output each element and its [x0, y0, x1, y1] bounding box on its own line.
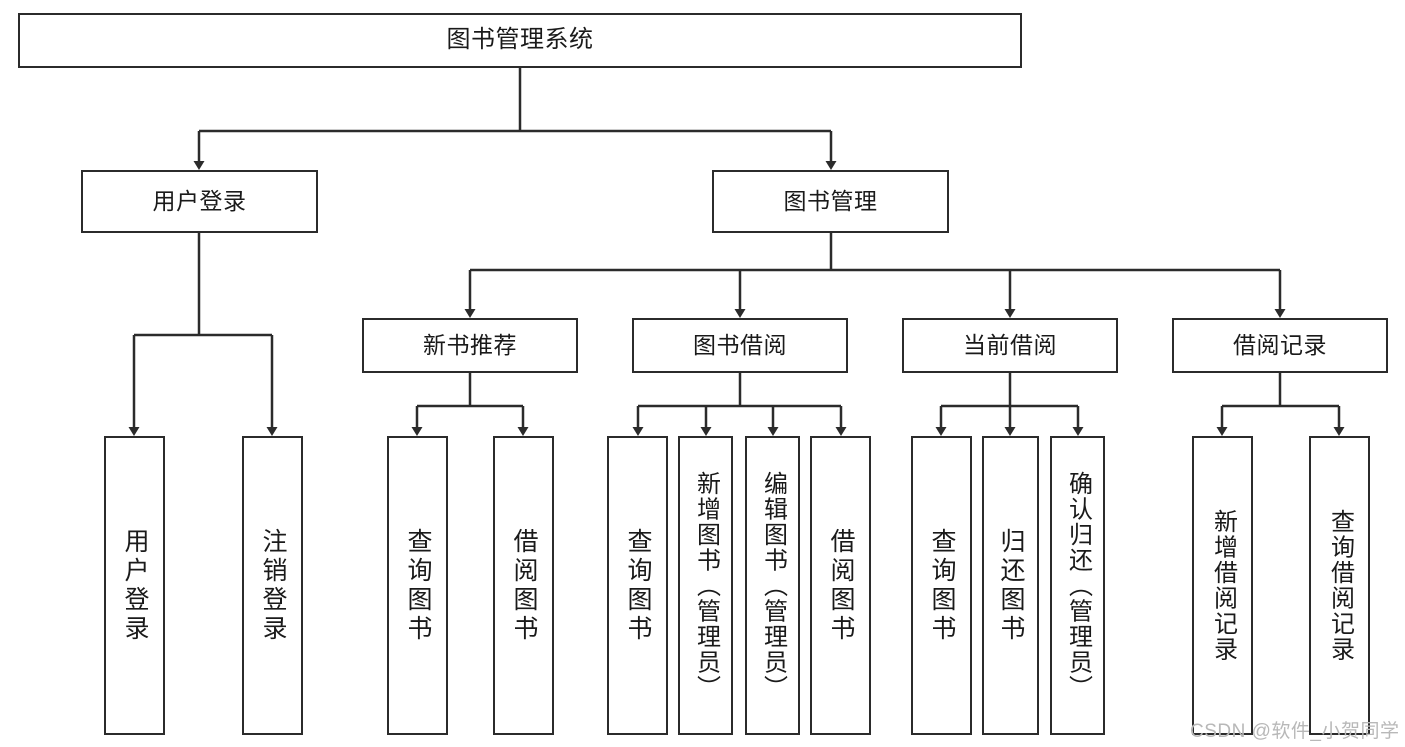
node-borrow-record[interactable]: 借阅记录: [1172, 318, 1388, 373]
node-label: 当前借阅: [963, 331, 1057, 358]
node-label: 用户登录: [152, 187, 247, 214]
node-label: 查询借阅记录: [1326, 509, 1354, 662]
node-label: 图书管理系统: [446, 26, 594, 54]
node-label: 新增借阅记录: [1209, 509, 1237, 662]
leaf-query-book-recommend[interactable]: 查询图书: [387, 436, 448, 735]
leaf-query-book-current[interactable]: 查询图书: [911, 436, 972, 735]
leaf-edit-book-admin[interactable]: 编辑图书（管理员）: [745, 436, 800, 735]
node-label: 查询图书: [928, 527, 956, 644]
node-current-borrow[interactable]: 当前借阅: [902, 318, 1118, 373]
node-new-book-recommend[interactable]: 新书推荐: [362, 318, 578, 373]
node-book-management[interactable]: 图书管理: [712, 170, 949, 233]
node-label: 查询图书: [624, 527, 652, 644]
leaf-query-borrow-record[interactable]: 查询借阅记录: [1309, 436, 1370, 735]
node-label: 借阅图书: [827, 527, 855, 644]
node-label: 借阅图书: [510, 527, 538, 644]
leaf-confirm-return-admin[interactable]: 确认归还（管理员）: [1050, 436, 1105, 735]
node-label: 编辑图书（管理员）: [759, 470, 787, 701]
leaf-borrow-book-recommend[interactable]: 借阅图书: [493, 436, 554, 735]
node-label: 查询图书: [404, 527, 432, 644]
csdn-watermark: CSDN @软件_小贺同学: [1190, 721, 1400, 742]
node-label: 注销登录: [259, 527, 287, 644]
node-label: 图书管理: [783, 187, 878, 214]
node-label: 新增图书（管理员）: [692, 470, 720, 701]
leaf-logout[interactable]: 注销登录: [242, 436, 303, 735]
node-label: 归还图书: [997, 527, 1025, 644]
leaf-user-login[interactable]: 用户登录: [104, 436, 165, 735]
node-label: 图书借阅: [693, 331, 787, 358]
leaf-borrow-book[interactable]: 借阅图书: [810, 436, 871, 735]
node-user-login[interactable]: 用户登录: [81, 170, 318, 233]
node-label: 借阅记录: [1233, 331, 1327, 358]
node-label: 确认归还（管理员）: [1064, 470, 1092, 701]
node-book-borrow[interactable]: 图书借阅: [632, 318, 848, 373]
leaf-add-borrow-record[interactable]: 新增借阅记录: [1192, 436, 1253, 735]
leaf-return-book[interactable]: 归还图书: [982, 436, 1039, 735]
node-label: 新书推荐: [423, 331, 517, 358]
leaf-add-book-admin[interactable]: 新增图书（管理员）: [678, 436, 733, 735]
node-root-book-management-system[interactable]: 图书管理系统: [18, 13, 1022, 68]
node-label: 用户登录: [121, 527, 149, 644]
leaf-query-book-borrow[interactable]: 查询图书: [607, 436, 668, 735]
